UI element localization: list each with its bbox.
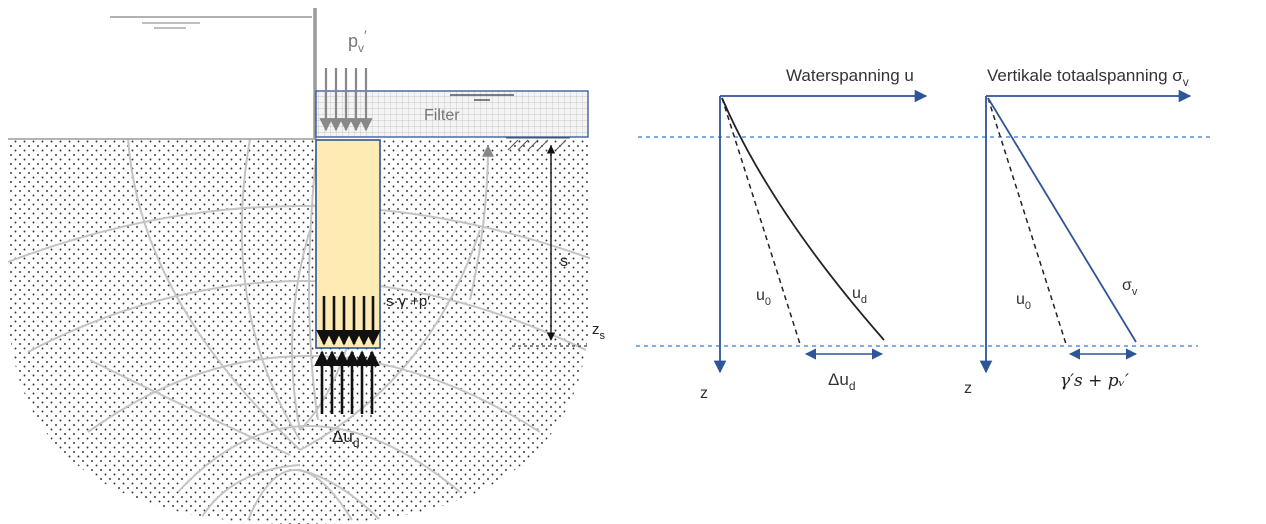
u0-line [987, 97, 1067, 345]
flow-line [308, 139, 319, 421]
water-pressure-graph: Waterspanning u z u0 ud Δud [700, 66, 928, 402]
flow-line [291, 229, 311, 431]
delta-ud-label: Δud [828, 370, 856, 393]
filter-label: Filter [424, 107, 460, 124]
water-u0-label: u0 [756, 287, 771, 308]
surcharge-label: pv′ [348, 27, 367, 55]
water-ud-label: ud [852, 285, 867, 306]
water-z-label: z [700, 385, 708, 402]
flow-line [299, 469, 381, 521]
soil-cross-section: Filter pv′ s·γ +p′ [8, 8, 606, 524]
total-graph-title: Vertikale totaalspanning σv [987, 66, 1189, 89]
flow-line [240, 139, 301, 441]
flow-net [8, 139, 590, 521]
u0-line [721, 97, 801, 345]
flow-line [177, 425, 461, 493]
depth-label: s [560, 253, 568, 270]
surcharge-arrows [319, 68, 373, 132]
total-u0-label: u0 [1016, 291, 1031, 312]
delta-stress-formula: γ′s + pᵥ′ [1060, 371, 1129, 391]
flow-line [247, 469, 353, 521]
sigma-v-line [987, 97, 1137, 343]
sigma-v-label: σv [1122, 277, 1138, 298]
excess-pressure-label: Δud [332, 427, 360, 450]
flow-line [199, 464, 301, 521]
excess-pressure-arrows [314, 350, 380, 414]
stress-label: s·γ +p′ [386, 293, 430, 310]
flow-line [27, 280, 590, 353]
water-graph-title: Waterspanning u [786, 66, 914, 85]
soil-mass [8, 139, 590, 524]
stress-arrows [316, 296, 381, 346]
zs-label: zs [592, 321, 606, 342]
soil-column [315, 139, 381, 349]
ud-curve [721, 97, 885, 341]
flow-line [299, 229, 481, 451]
flow-line [87, 355, 541, 433]
total-z-label: z [964, 380, 972, 397]
support-hatch [506, 137, 570, 151]
flow-line [8, 205, 590, 263]
flow-line [89, 359, 291, 456]
flow-line [127, 139, 301, 451]
flow-line-exit [469, 144, 494, 301]
total-stress-graph: Vertikale totaalspanning σv z u0 σv γ′s … [964, 66, 1192, 397]
